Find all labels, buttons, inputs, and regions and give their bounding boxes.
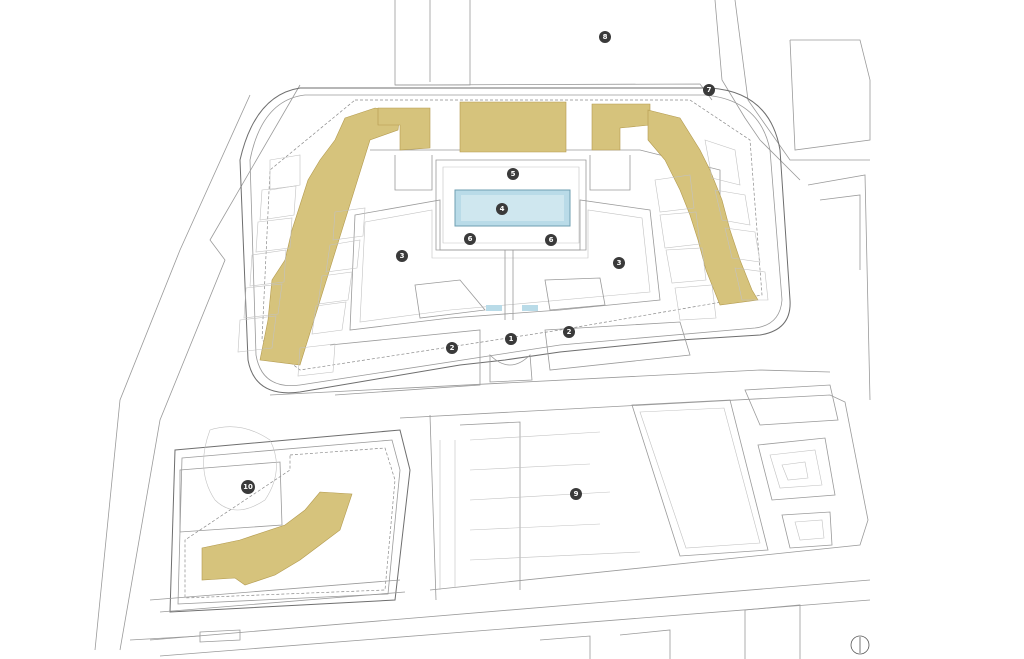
- marker-3-right: 3: [613, 257, 625, 269]
- plan-markers: 1 2 2 3 3 4 5 6 6 7 8 9 10: [241, 31, 715, 500]
- marker-3-left: 3: [396, 250, 408, 262]
- marker-7: 7: [703, 84, 715, 96]
- svg-text:4: 4: [500, 205, 505, 213]
- svg-text:6: 6: [468, 235, 473, 243]
- building-north-west: [377, 107, 431, 151]
- svg-text:8: 8: [603, 33, 608, 41]
- svg-text:3: 3: [617, 259, 622, 267]
- sports-field: [439, 384, 839, 590]
- marker-8: 8: [599, 31, 611, 43]
- buildings: [201, 101, 759, 586]
- building-north-centre: [459, 101, 567, 153]
- marker-6-right: 6: [545, 234, 557, 246]
- building-north-east: [591, 103, 651, 151]
- svg-text:10: 10: [243, 483, 253, 491]
- marker-1: 1: [505, 333, 517, 345]
- building-south-west-block: [201, 491, 353, 586]
- marker-2-right: 2: [563, 326, 575, 338]
- main-complex: [239, 87, 791, 396]
- svg-text:3: 3: [400, 252, 405, 260]
- svg-text:9: 9: [574, 490, 579, 498]
- svg-text:6: 6: [549, 236, 554, 244]
- svg-text:7: 7: [707, 86, 712, 94]
- north-arrow-icon: [850, 635, 870, 655]
- marker-9: 9: [570, 488, 582, 500]
- svg-text:5: 5: [511, 170, 516, 178]
- marker-6-left: 6: [464, 233, 476, 245]
- svg-text:2: 2: [450, 344, 455, 352]
- building-east-wing: [647, 109, 759, 306]
- context-linework: [94, 0, 871, 659]
- svg-text:2: 2: [567, 328, 572, 336]
- unit-outlines: [237, 139, 769, 377]
- marker-4: 4: [496, 203, 508, 215]
- pond-right: [522, 305, 538, 311]
- marker-10: 10: [241, 480, 255, 494]
- pond-left: [486, 305, 502, 311]
- south-west-block: [129, 426, 411, 643]
- svg-text:1: 1: [509, 335, 514, 343]
- marker-2-left: 2: [446, 342, 458, 354]
- marker-5: 5: [507, 168, 519, 180]
